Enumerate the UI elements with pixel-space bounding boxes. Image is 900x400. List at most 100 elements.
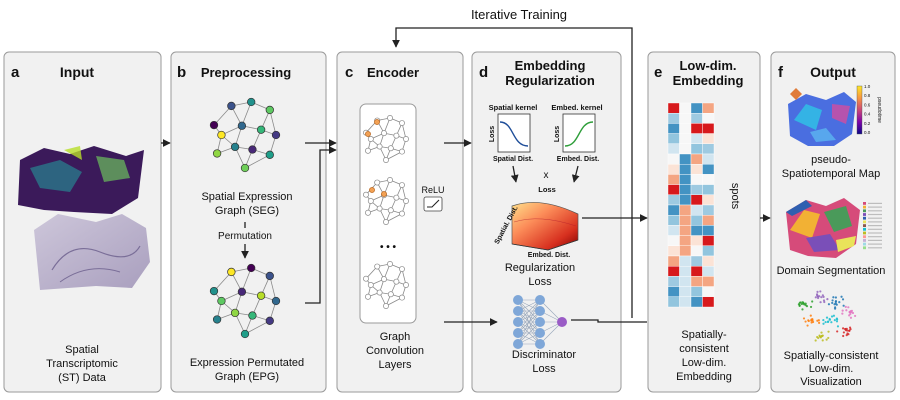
network-node [513,295,523,305]
graph-node [230,142,240,152]
graph-node [374,263,381,270]
umap-point [814,339,817,342]
colorbar-tick: 0.8 [864,93,871,98]
heatmap-cell [690,123,703,134]
heatmap-cell [690,184,703,196]
graph-node [383,157,389,163]
output-caption3-line2: Low-dim. [809,363,854,375]
heatmap-cell [667,194,680,206]
graph-node [365,209,371,216]
graph-node [240,163,250,173]
graph-node [393,132,400,139]
graph-node [376,205,383,212]
heatmap-cell [679,102,692,114]
graph-node [376,143,383,150]
graph-node [387,115,393,121]
graph-node [227,267,236,277]
epg-caption-line1: Expression Permutated [190,357,304,369]
heatmap-cell [690,276,703,287]
legend-entry-line [868,243,882,245]
graph-node [399,210,405,217]
graph-edge [269,275,277,302]
graph-node [387,261,393,267]
heatmap-cell [702,235,715,247]
umap-point [827,303,831,306]
surface-embed-axis: Embed. Dist. [528,252,570,259]
graph-node [365,293,371,300]
legend-swatch [863,235,866,239]
heatmap-cell [702,245,715,257]
umap-point [821,339,824,342]
graph-node [247,263,256,273]
graph-edge [241,267,252,292]
heatmap-cell [702,163,715,175]
heatmap-cell [667,225,680,236]
graph-node [209,286,219,296]
embedding-heatmap [667,102,715,308]
umap-point [819,301,822,304]
legend-entry-line [868,221,882,223]
heatmap-cell [679,174,692,185]
heatmap-cell [679,133,692,145]
panel-d-letter: d [479,64,488,81]
umap-point [842,304,845,307]
graph-node [393,278,400,285]
legend-entry-line [868,210,882,212]
panel-e-embedding: e Low-dim. Embedding spots Spatially- co… [647,51,761,393]
spots-label: spots [729,183,741,210]
graph-edge [241,101,252,126]
umap-point [817,321,821,324]
umap-point [804,320,807,323]
umap-point [840,295,843,298]
legend-entry-line [868,236,882,238]
umap-point [817,296,820,300]
umap-point [847,306,850,309]
umap-point [835,303,838,306]
umap-point [845,327,848,331]
relu-label: ReLU [421,185,444,195]
umap-point [819,290,822,293]
panel-d-title-line2: Regularization [505,73,595,88]
umap-point [844,305,847,308]
umap-point [833,307,837,310]
heatmap-cell [667,174,680,185]
panel-c-encoder: c Encoder • • • ReLU Graph Convolution L… [336,51,464,393]
umap-point [830,315,834,318]
umap-point [845,334,848,337]
heatmap-cell [690,255,703,267]
embed-kernel-loss-axis: Loss [554,126,561,142]
umap-point [834,296,838,299]
graph-node [381,130,387,137]
graph-node [265,105,274,115]
legend-entry-line [868,239,882,241]
graph-node [271,296,281,306]
panel-e-title-line1: Low-dim. [679,58,736,73]
domain-legend [863,202,882,250]
heatmap-cell [679,153,692,165]
heatmap-cell [667,184,680,196]
umap-point [819,336,822,339]
heatmap-cell [667,153,680,165]
colorbar-label: pseudotime [876,97,882,123]
panel-c-letter: c [345,64,353,81]
output-caption1-line1: pseudo- [811,154,851,166]
network-edge [517,310,541,345]
gcn-layer-1 [363,115,409,163]
graph-node [399,120,405,126]
umap-point [811,300,814,303]
embed-kernel-label: Embed. kernel [551,103,602,112]
umap-point [820,296,823,299]
legend-swatch [863,242,866,246]
heatmap-cell [702,204,715,216]
graph-node [212,149,222,158]
disc-caption-line1: Discriminator [512,349,577,361]
umap-point [833,303,836,306]
heatmap-cell [679,112,692,124]
epg-graph [209,263,281,339]
heatmap-cell [679,225,692,236]
graph-node [367,198,374,204]
network-edge [539,321,563,345]
legend-swatch [863,246,866,250]
seg-graph [209,97,281,173]
umap-point [805,305,809,308]
